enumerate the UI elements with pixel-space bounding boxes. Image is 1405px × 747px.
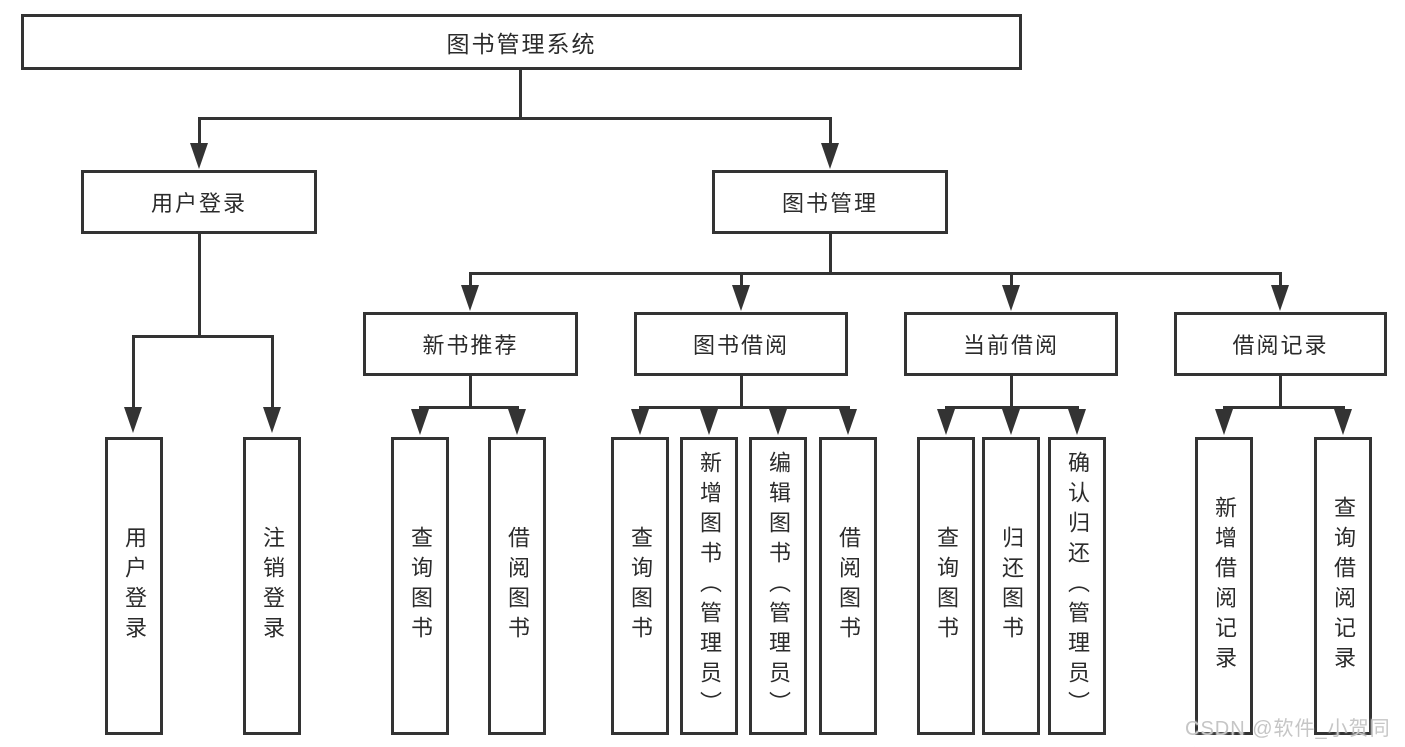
leaf-records-add-record: 新增借阅记录: [1195, 437, 1253, 735]
connector-line: [829, 234, 832, 274]
connector-line: [1279, 272, 1282, 286]
arrow-down-icon: [263, 407, 281, 433]
leaf-logout: 注销登录: [243, 437, 301, 735]
arrow-down-icon: [1068, 409, 1086, 435]
connector-line: [945, 406, 1079, 409]
leaf-current-query-book: 查询图书: [917, 437, 975, 735]
csdn-watermark: CSDN @软件_小贺同学: [1185, 718, 1391, 740]
node-user-login: 用户登录: [81, 170, 317, 234]
arrow-down-icon: [1215, 409, 1233, 435]
connector-line: [198, 117, 201, 145]
connector-line: [740, 376, 743, 407]
leaf-current-return-book: 归还图书: [982, 437, 1040, 735]
connector-line: [132, 335, 135, 409]
arrow-down-icon: [732, 285, 750, 311]
connector-line: [198, 117, 832, 120]
arrow-down-icon: [411, 409, 429, 435]
connector-line: [1010, 376, 1013, 407]
node-library-management-system: 图书管理系统: [21, 14, 1022, 70]
leaf-records-query-record: 查询借阅记录: [1314, 437, 1372, 735]
arrow-down-icon: [700, 409, 718, 435]
leaf-current-confirm-return-admin: 确认归还（管理员）: [1048, 437, 1106, 735]
connector-line: [1223, 406, 1345, 409]
arrow-down-icon: [821, 143, 839, 169]
leaf-borrowing-edit-book-admin: 编辑图书（管理员）: [749, 437, 807, 735]
connector-line: [469, 272, 472, 286]
arrow-down-icon: [1002, 285, 1020, 311]
arrow-down-icon: [937, 409, 955, 435]
node-book-management: 图书管理: [712, 170, 948, 234]
connector-line: [469, 376, 472, 407]
arrow-down-icon: [508, 409, 526, 435]
arrow-down-icon: [1334, 409, 1352, 435]
node-current-borrowing: 当前借阅: [904, 312, 1118, 376]
arrow-down-icon: [1002, 409, 1020, 435]
arrow-down-icon: [769, 409, 787, 435]
connector-line: [1010, 272, 1013, 286]
arrow-down-icon: [839, 409, 857, 435]
connector-line: [198, 234, 201, 336]
connector-line: [519, 70, 522, 118]
connector-line: [419, 406, 519, 409]
connector-line: [740, 272, 743, 286]
leaf-borrowing-borrow-book: 借阅图书: [819, 437, 877, 735]
arrow-down-icon: [1271, 285, 1289, 311]
arrow-down-icon: [461, 285, 479, 311]
connector-line: [469, 272, 1282, 275]
leaf-recommend-borrow-book: 借阅图书: [488, 437, 546, 735]
node-borrowing-records: 借阅记录: [1174, 312, 1387, 376]
leaf-recommend-query-book: 查询图书: [391, 437, 449, 735]
node-new-book-recommend: 新书推荐: [363, 312, 578, 376]
arrow-down-icon: [124, 407, 142, 433]
connector-line: [829, 117, 832, 145]
leaf-borrowing-query-book: 查询图书: [611, 437, 669, 735]
leaf-borrowing-add-book-admin: 新增图书（管理员）: [680, 437, 738, 735]
leaf-user-login: 用户登录: [105, 437, 163, 735]
connector-line: [271, 335, 274, 409]
arrow-down-icon: [190, 143, 208, 169]
connector-line: [639, 406, 850, 409]
connector-line: [132, 335, 274, 338]
node-book-borrowing: 图书借阅: [634, 312, 848, 376]
connector-line: [1279, 376, 1282, 407]
arrow-down-icon: [631, 409, 649, 435]
